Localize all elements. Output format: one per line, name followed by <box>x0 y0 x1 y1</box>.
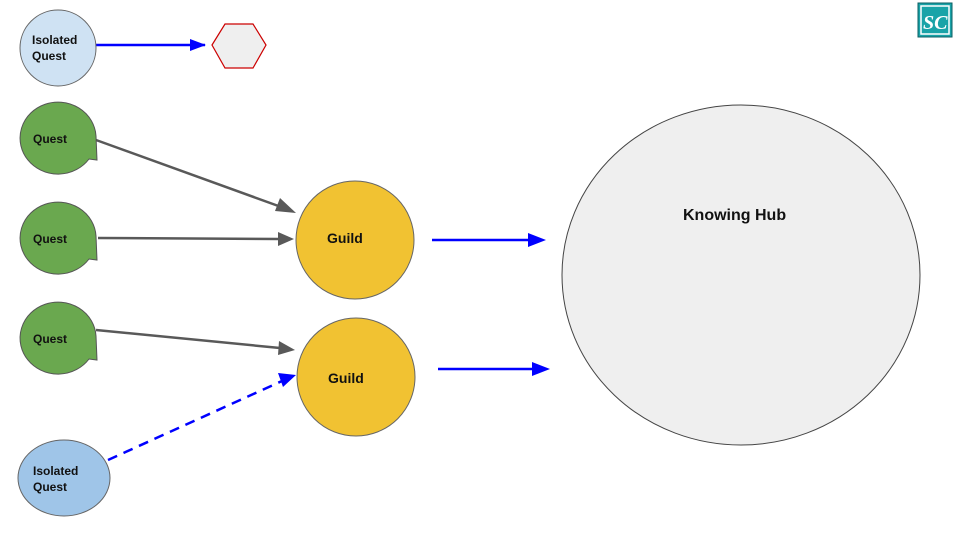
arrowhead-isolated-quest-to-hexagon <box>190 39 206 51</box>
guild-2-node: Guild <box>296 317 416 437</box>
quest-2-node: Quest <box>19 201 98 275</box>
arrowhead-isolated-quest-to-guild-2 <box>278 373 296 387</box>
edges <box>95 39 550 462</box>
sc-logo-icon: SC <box>917 2 953 38</box>
quest-2-label: Quest <box>33 232 67 246</box>
isolated-quest-bottom-node: Isolated Quest <box>17 439 111 517</box>
isolated-quest-top-line1: Isolated <box>32 33 77 47</box>
arrowhead-quest-1-to-guild-1 <box>275 198 296 213</box>
guild-2-label: Guild <box>328 370 364 386</box>
arrow-isolated-quest-to-guild-2-dashed <box>107 379 283 462</box>
knowing-hub-label: Knowing Hub <box>683 207 786 224</box>
isolated-quest-bottom-line1: Isolated <box>33 464 78 478</box>
arrowhead-quest-3-to-guild-2 <box>278 341 295 355</box>
isolated-quest-bottom-line2: Quest <box>33 480 67 494</box>
quest-1-label: Quest <box>33 132 67 146</box>
arrowhead-quest-2-to-guild-1 <box>278 232 294 246</box>
guild-1-node: Guild <box>295 180 415 300</box>
arrow-quest-3-to-guild-2 <box>95 328 281 350</box>
arrow-quest-1-to-guild-1 <box>95 138 285 210</box>
isolated-quest-top-node: Isolated Quest <box>19 9 97 87</box>
quest-3-node: Quest <box>19 301 98 375</box>
hexagon-shape <box>211 23 267 69</box>
arrow-quest-2-to-guild-1 <box>97 236 281 241</box>
isolated-quest-top-line2: Quest <box>32 49 66 63</box>
guild-1-label: Guild <box>327 230 363 246</box>
sc-logo-text: SC <box>923 12 948 34</box>
quest-1-node: Quest <box>19 101 98 175</box>
knowing-hub-node: Knowing Hub <box>561 104 921 446</box>
arrowhead-guild-1-to-hub <box>528 233 546 247</box>
quest-3-label: Quest <box>33 332 67 346</box>
arrowhead-guild-2-to-hub <box>532 362 550 376</box>
